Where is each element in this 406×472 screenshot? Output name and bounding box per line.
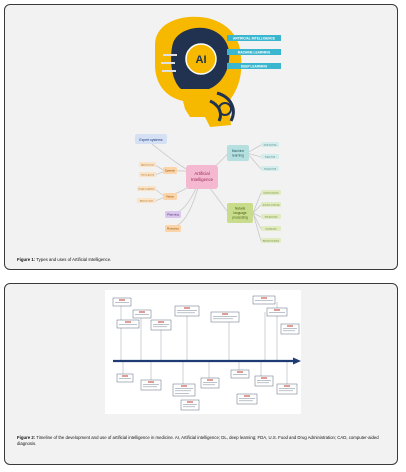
mm-nlp-line1: Natural (235, 207, 246, 211)
mm-nlp-line3: processing (232, 216, 248, 220)
mm-planning: Planning (167, 213, 179, 217)
mm-nlp-line2: language (233, 211, 246, 215)
mm-ml-item-2: Supervised (265, 157, 275, 159)
mm-speech: Speech (165, 169, 176, 173)
figure-1-caption: Figure 1: Types and uses of Artificial I… (17, 257, 385, 263)
ai-head-label: AI (196, 54, 207, 66)
mm-speech-item-1: Speech to text (141, 164, 154, 167)
banner-2 (227, 49, 281, 55)
mm-nlp-item-1: Content extraction (263, 192, 278, 195)
figure-1-illustration: AI ARTIFICIAL INTELLIGENCE MACHINE LEARN… (135, 16, 281, 243)
figure-2-panel: Figure 2: Timeline of the development an… (4, 283, 398, 465)
mm-robotics: Robotics (167, 227, 179, 231)
timeline-arrowhead (293, 357, 301, 365)
mm-ml-item-1: Deep learning (264, 145, 276, 147)
gear-icon (218, 102, 232, 116)
figure-2-caption-text: Timeline of the development and use of a… (17, 435, 379, 446)
figure-1-panel: AI ARTIFICIAL INTELLIGENCE MACHINE LEARN… (4, 4, 398, 270)
ai-head-stripes (161, 54, 177, 72)
ai-chip-circle (185, 43, 217, 75)
mm-expert-systems: Expert systems (139, 138, 162, 142)
mm-speech-item-2: Text to speech (141, 174, 154, 177)
banner-3-label: DEEP LEARNING (241, 65, 268, 69)
figure-1-caption-label: Figure 1: (17, 257, 36, 262)
mm-ml-item-3: Unsupervised (264, 169, 276, 171)
mm-vision: Vision (166, 195, 174, 199)
mm-nlp-item-2: Question answering (263, 204, 280, 207)
mm-nlp-item-5: Machine translation (263, 240, 279, 243)
mm-center-line2: Intelligence (191, 177, 214, 182)
mm-ml-line1: Machine (232, 149, 245, 153)
banner-1-label: ARTIFICIAL INTELLIGENCE (233, 37, 275, 41)
mm-nlp-item-3: Text generation (265, 216, 278, 219)
mm-vision-item-2: Machine vision (140, 201, 153, 203)
figure-2-caption: Figure 2: Timeline of the development an… (17, 435, 385, 447)
banner-1 (227, 35, 281, 41)
figure-2-caption-label: Figure 2: (17, 435, 36, 440)
ai-head-illustration: AI ARTIFICIAL INTELLIGENCE MACHINE LEARN… (155, 16, 281, 127)
banner-3 (227, 63, 281, 69)
mm-nlp-item-4: Classification (265, 228, 276, 231)
figure-2-timeline (105, 290, 301, 414)
mm-ml-line2: learning (232, 154, 244, 158)
banner-2-label: MACHINE LEARNING (238, 51, 271, 55)
mm-vision-item-1: Image recognition (139, 188, 155, 191)
mm-center-line1: Artificial (194, 171, 209, 176)
ai-mind-map: Expert systems Artificial Intelligence S… (135, 134, 281, 243)
figure-1-caption-text: Types and uses of Artificial Intelligenc… (36, 257, 112, 262)
